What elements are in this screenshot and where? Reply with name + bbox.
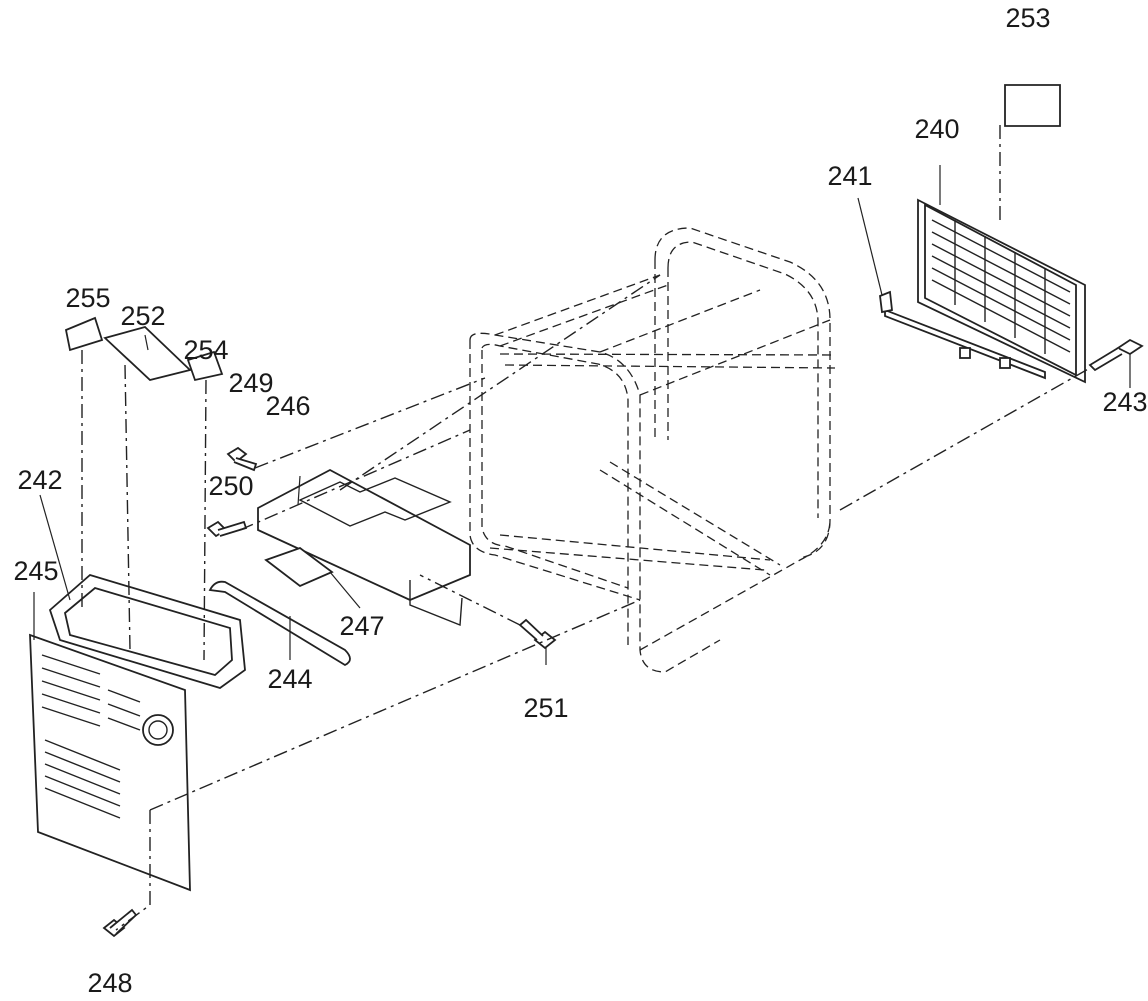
part-labels: 253 240 241 243 255 252 254 249 246 250 … — [13, 3, 1147, 998]
bolt-250 — [206, 520, 248, 538]
label-254 — [186, 350, 224, 382]
part-number-250: 250 — [208, 471, 253, 501]
part-number-245: 245 — [13, 556, 58, 586]
part-number-247: 247 — [339, 611, 384, 641]
part-number-252: 252 — [120, 301, 165, 331]
part-number-244: 244 — [267, 664, 312, 694]
front-panel — [29, 633, 191, 892]
part-number-242: 242 — [17, 465, 62, 495]
part-number-240: 240 — [914, 114, 959, 144]
label-252 — [103, 325, 192, 381]
rear-label — [1004, 84, 1061, 127]
bolt-248 — [102, 908, 138, 938]
part-number-249: 249 — [228, 368, 273, 398]
frame-outline — [469, 227, 836, 673]
bolt-251 — [518, 618, 557, 650]
control-housing — [48, 573, 246, 689]
alignment-lines — [81, 125, 1091, 931]
handle-bar — [208, 580, 351, 667]
handle-grip — [264, 546, 334, 588]
rear-panel — [917, 198, 1086, 384]
part-number-248: 248 — [87, 968, 132, 998]
part-number-253: 253 — [1005, 3, 1050, 33]
top-cover — [257, 468, 471, 627]
part-number-254: 254 — [183, 335, 228, 365]
part-number-246: 246 — [265, 391, 310, 421]
part-number-255: 255 — [65, 283, 110, 313]
label-255 — [64, 316, 104, 352]
part-number-251: 251 — [523, 693, 568, 723]
leader-lines — [33, 165, 1131, 665]
bolt-249 — [226, 446, 258, 472]
part-number-243: 243 — [1102, 387, 1147, 417]
rear-panel-bracket — [879, 290, 1046, 380]
part-number-241: 241 — [827, 161, 872, 191]
bolt-243 — [1088, 338, 1144, 372]
